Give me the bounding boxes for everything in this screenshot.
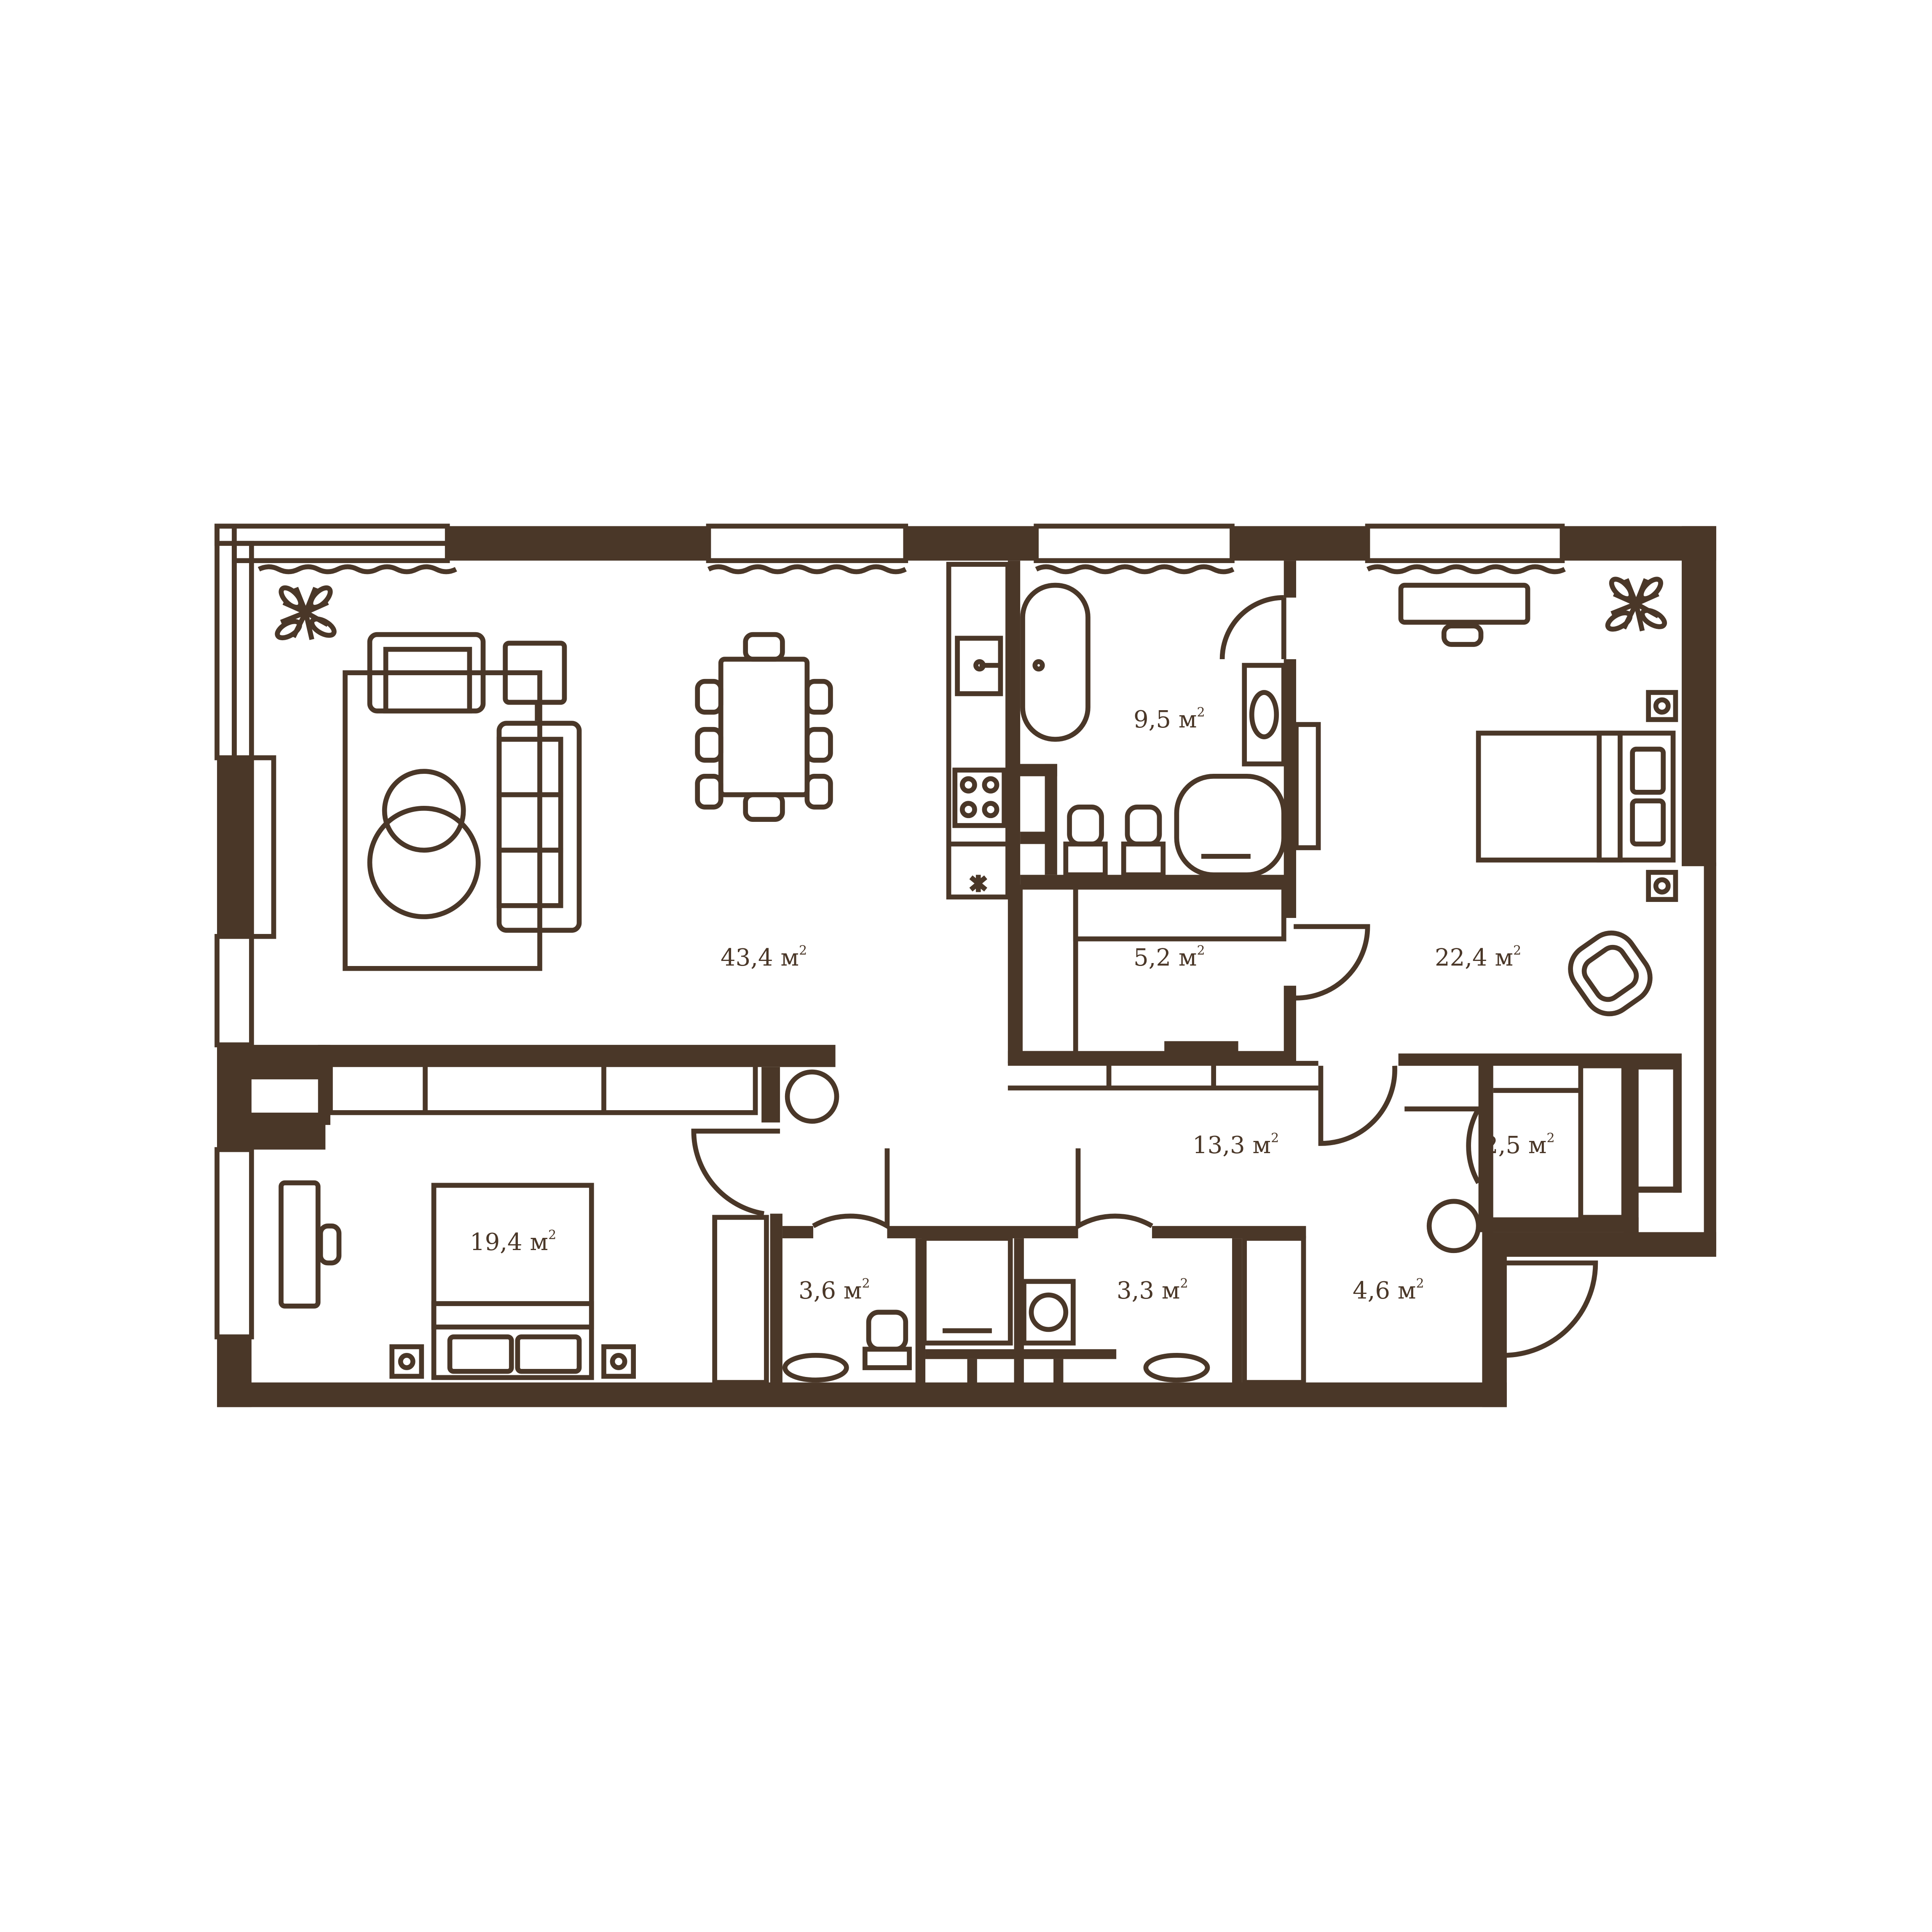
- wardrobe-icon: [1578, 1063, 1627, 1220]
- round-table-icon: [382, 769, 466, 853]
- bathroom-large: [1020, 564, 1286, 877]
- wardrobe-icon: [1242, 1236, 1306, 1385]
- wardrobe-icon: [712, 1215, 769, 1385]
- wardrobe-room: [1008, 885, 1318, 1091]
- door-icon: [1219, 595, 1286, 660]
- door-icon: [1294, 924, 1370, 1001]
- door-icon: [691, 1128, 780, 1216]
- kitchen-counter: [946, 562, 1010, 900]
- plant-icon: [1605, 577, 1667, 632]
- sink-icon: [782, 1352, 849, 1383]
- area-label-wardrobe: 5,2 м2: [1133, 943, 1205, 971]
- armchair-icon: [1568, 930, 1653, 1017]
- living-storage: [328, 1055, 839, 1124]
- bed-icon: [1476, 730, 1623, 863]
- desk-icon: [1398, 582, 1530, 625]
- door-icon: [1075, 1148, 1153, 1230]
- shower-icon: [922, 1236, 1013, 1346]
- doors: [691, 595, 1598, 1358]
- windows: [214, 523, 1565, 1339]
- area-label-living: 43,4 м2: [721, 943, 807, 971]
- area-label-hall: 13,3 м2: [1192, 1131, 1279, 1159]
- area-label-bedroom-master: 22,4 м2: [1435, 943, 1522, 971]
- bidet-icon: [1125, 805, 1162, 847]
- bedroom-furniture: [279, 1180, 769, 1385]
- area-label-bath-small: 3,6 м2: [799, 1276, 870, 1304]
- wardrobe-icon: [1018, 885, 1078, 1056]
- wardrobe-icon: [1073, 885, 1286, 942]
- toilet-icon: [1067, 805, 1104, 847]
- laundry-room: [1021, 1236, 1306, 1385]
- area-label-bedroom: 19,4 м2: [470, 1228, 557, 1256]
- shower-icon: [1174, 773, 1286, 877]
- sink-icon: [1242, 663, 1286, 767]
- door-icon: [1503, 1260, 1598, 1358]
- desk-icon: [279, 1180, 321, 1309]
- tv-icon: [1294, 722, 1321, 851]
- bed-icon: [431, 1183, 594, 1330]
- stove-icon: [952, 767, 1007, 828]
- area-label-entry: 4,6 м2: [1353, 1276, 1424, 1304]
- plant-icon: [275, 585, 337, 641]
- door-icon: [812, 1148, 890, 1230]
- exterior-walls: [217, 526, 1716, 1407]
- washing-machine-icon: [1021, 1279, 1076, 1346]
- area-label-storage: 2,5 м2: [1483, 1131, 1555, 1159]
- rug: [343, 670, 542, 971]
- door-icon: [1404, 1106, 1483, 1184]
- area-label-bath-large: 9,5 м2: [1133, 705, 1205, 733]
- toilet-icon: [866, 1309, 908, 1352]
- column-icon: [785, 1069, 839, 1124]
- living-furniture: [257, 564, 907, 971]
- door-icon: [1318, 1065, 1397, 1146]
- bedroom-master-furniture: [1294, 564, 1678, 1017]
- column-icon: [1426, 1199, 1481, 1253]
- bathroom-small: [782, 1236, 1013, 1383]
- storage-room: [1493, 1063, 1627, 1220]
- sink-icon: [1143, 1352, 1210, 1383]
- dining-table-icon: [718, 657, 810, 797]
- area-label-laundry: 3,3 м2: [1117, 1276, 1188, 1304]
- bathtub-icon: [1020, 582, 1091, 742]
